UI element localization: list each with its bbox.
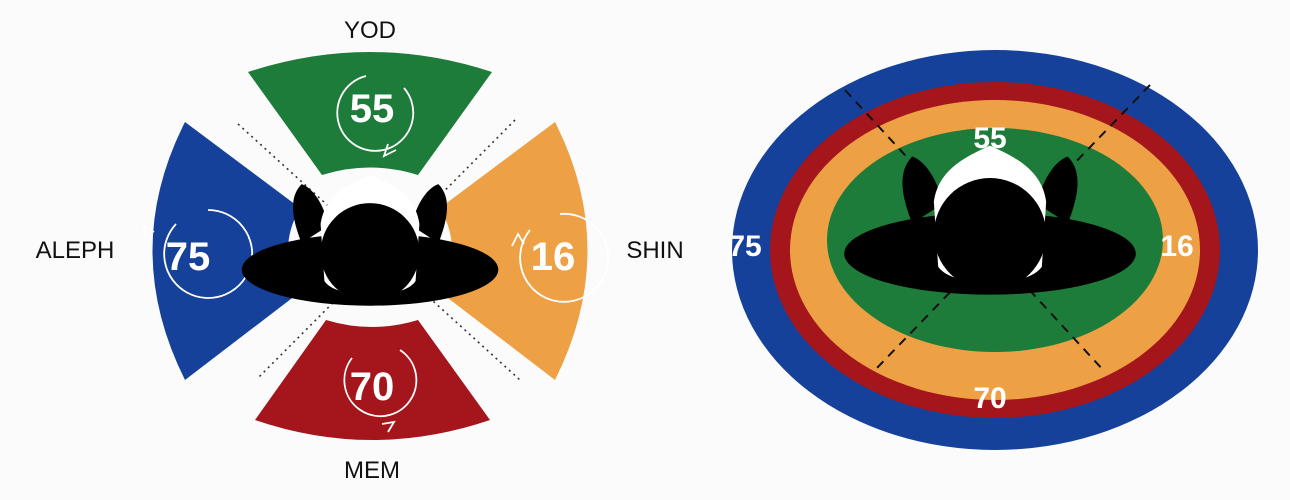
- yod-number: 55: [350, 87, 395, 131]
- aleph-label: ALEPH: [36, 237, 115, 264]
- arrowhead-icon: [381, 420, 396, 433]
- rotation-arrows: [142, 75, 609, 433]
- sector-shin: [440, 122, 588, 380]
- ring-75-number: 75: [728, 230, 761, 263]
- sector-aleph: [152, 122, 300, 380]
- shin-label: SHIN: [626, 237, 683, 264]
- dotted-diagonal-2: [257, 119, 516, 379]
- arrow-ccw-icon: [519, 212, 609, 303]
- left-diagram: 55 75 16 70 YOD ALEPH SHIN MEM: [36, 17, 684, 484]
- mem-number: 70: [350, 365, 395, 409]
- arrowhead-icon: [382, 143, 397, 158]
- dotted-guides: [237, 119, 521, 381]
- right-diagram: 75 70 16 55: [728, 50, 1258, 450]
- sector-yod: [248, 52, 492, 175]
- sector-mem: [255, 320, 490, 440]
- ring-55-number: 55: [973, 122, 1006, 155]
- mem-label: MEM: [344, 457, 400, 484]
- arrow-ccw-icon: [343, 349, 418, 418]
- arrowhead-icon: [142, 224, 155, 239]
- yod-label: YOD: [344, 17, 396, 44]
- shin-number: 16: [531, 235, 576, 279]
- aleph-number: 75: [166, 235, 211, 279]
- ring-16-number: 16: [1160, 230, 1193, 263]
- ring-70-number: 70: [973, 382, 1006, 415]
- arrowhead-icon: [511, 232, 525, 247]
- arrow-cw-icon: [336, 75, 415, 152]
- arrow-ccw-icon: [163, 209, 254, 299]
